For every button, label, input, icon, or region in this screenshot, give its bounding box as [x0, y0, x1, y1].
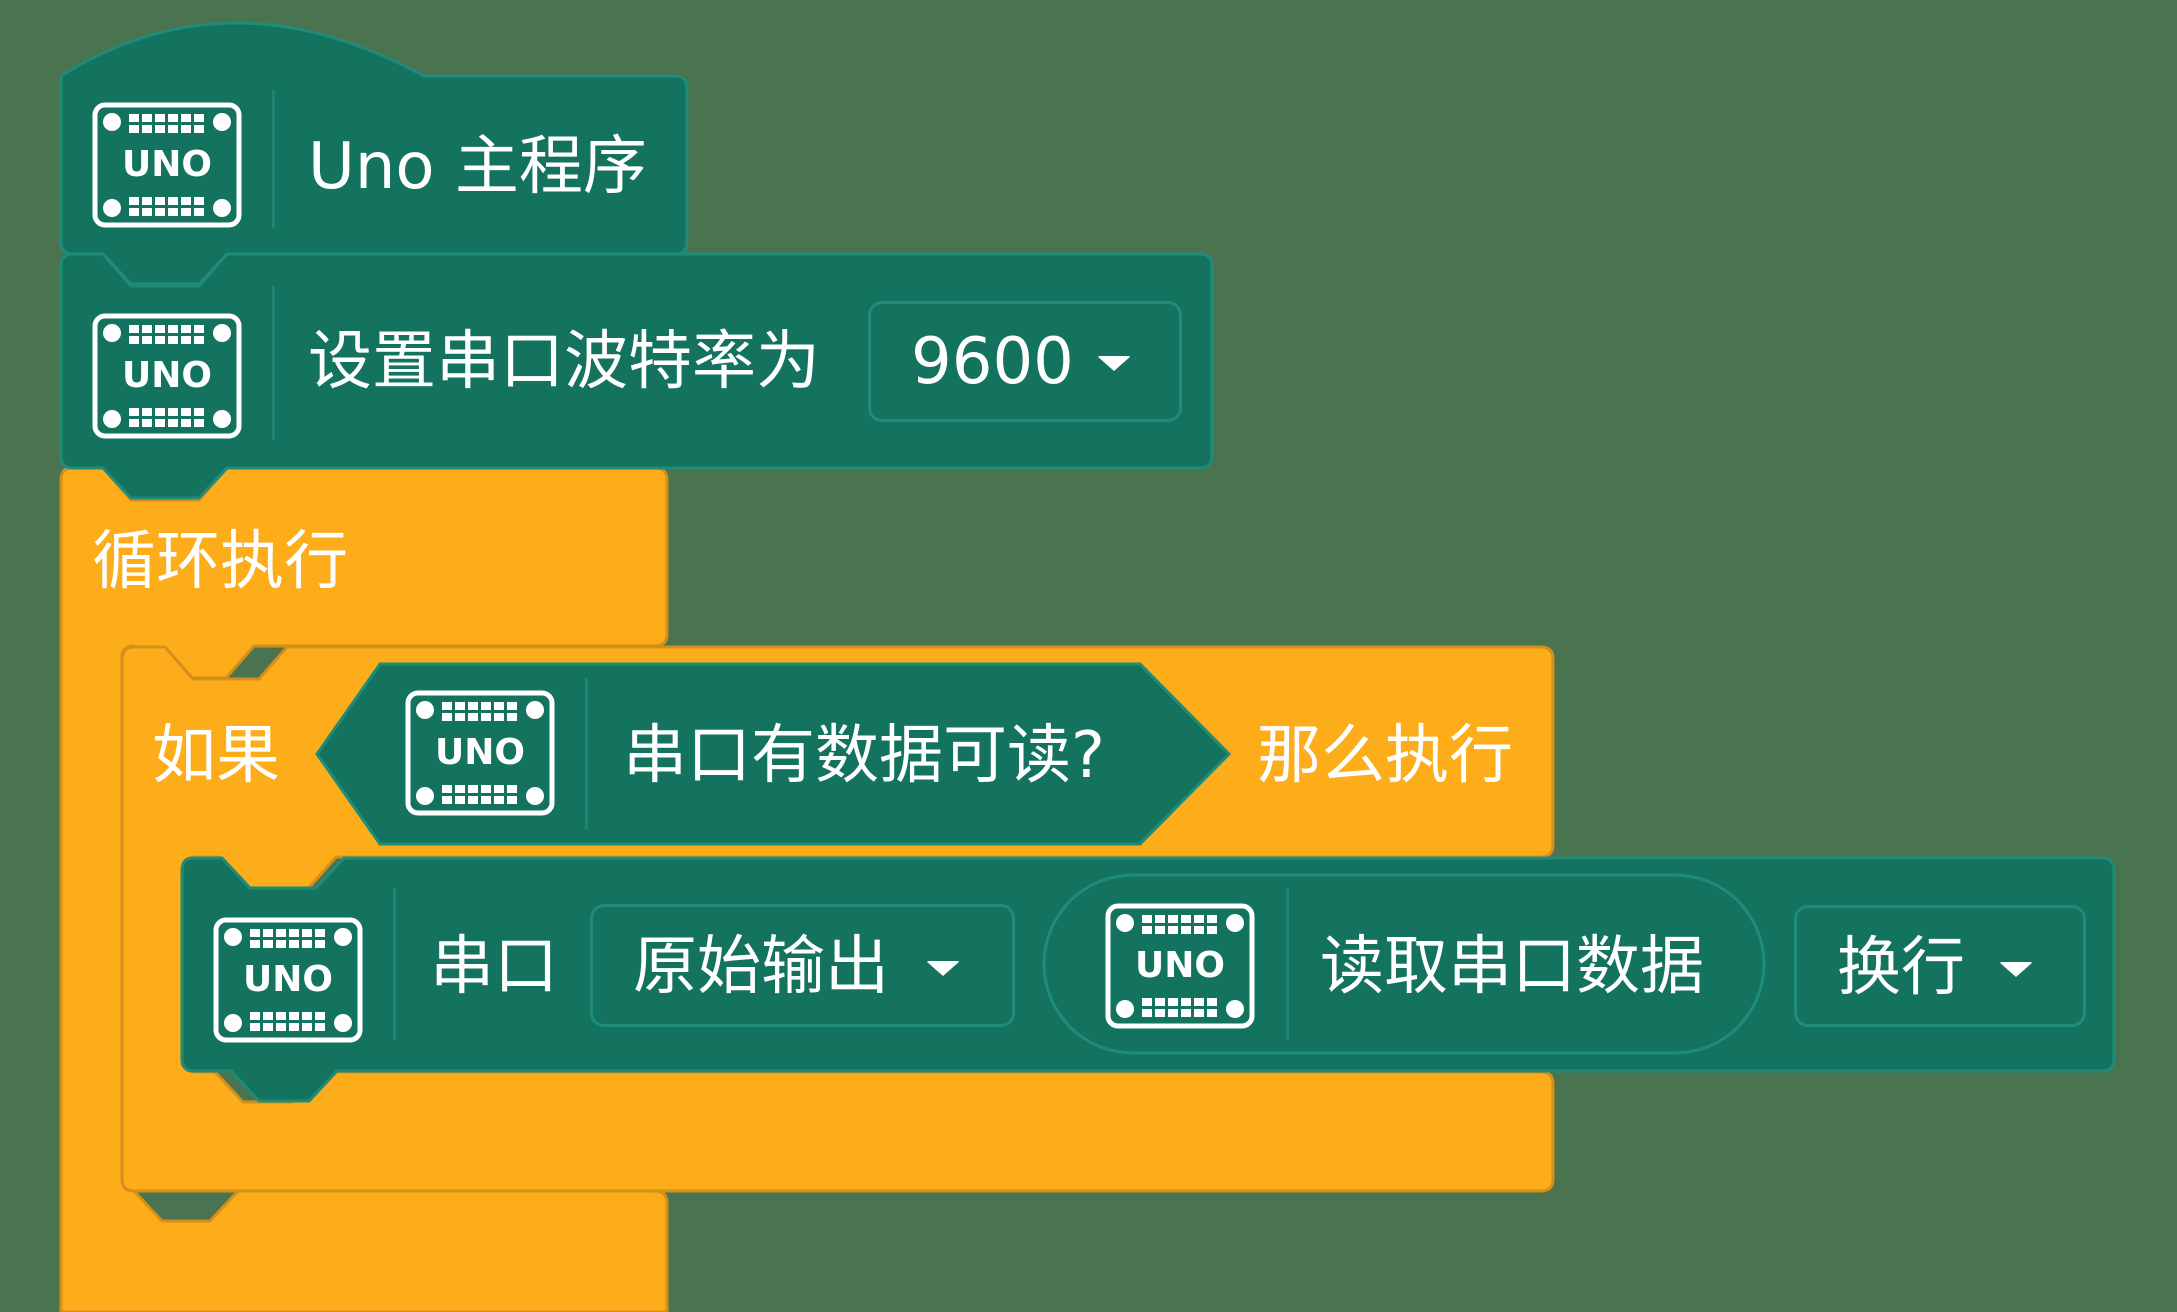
caret-down-icon: [926, 961, 960, 976]
uno-board-icon: UNO: [405, 690, 555, 816]
block-separator: [272, 285, 275, 440]
caret-down-icon: [1097, 356, 1131, 371]
block-separator: [1286, 888, 1289, 1040]
then-label: 那么执行: [1257, 719, 1513, 793]
read-serial-label: 读取串口数据: [1320, 930, 1704, 1004]
if-label: 如果: [152, 719, 280, 793]
main-program-label: Uno 主程序: [308, 130, 647, 204]
loop-label: 循环执行: [92, 525, 348, 599]
block-separator: [272, 90, 275, 228]
uno-icon-text: UNO: [122, 144, 212, 185]
uno-board-icon: UNO: [92, 102, 242, 228]
read-serial-block-shape[interactable]: [1042, 873, 1766, 1055]
serial-print-label: 串口: [430, 930, 558, 1004]
uno-icon-text: UNO: [122, 355, 212, 396]
uno-board-icon: UNO: [1105, 903, 1255, 1029]
condition-block-shape[interactable]: [315, 662, 1232, 846]
newline-value: 换行: [1837, 931, 1965, 1005]
caret-down-icon: [1999, 962, 2033, 977]
condition-label: 串口有数据可读?: [623, 719, 1105, 793]
uno-icon-text: UNO: [1135, 945, 1225, 986]
block-separator: [393, 888, 396, 1040]
serial-baud-block-shape[interactable]: [59, 252, 1214, 500]
baud-rate-value: 9600: [911, 325, 1074, 399]
baud-rate-dropdown[interactable]: 9600: [868, 301, 1182, 422]
block-separator: [585, 678, 588, 830]
uno-board-icon: UNO: [213, 917, 363, 1043]
serial-baud-label: 设置串口波特率为: [308, 325, 820, 399]
main-program-block-shape[interactable]: [59, 21, 689, 286]
newline-dropdown[interactable]: 换行: [1794, 905, 2086, 1027]
output-mode-dropdown[interactable]: 原始输出: [590, 904, 1015, 1027]
uno-icon-text: UNO: [243, 959, 333, 1000]
uno-icon-text: UNO: [435, 732, 525, 773]
output-mode-value: 原始输出: [633, 930, 889, 1004]
uno-board-icon: UNO: [92, 313, 242, 439]
